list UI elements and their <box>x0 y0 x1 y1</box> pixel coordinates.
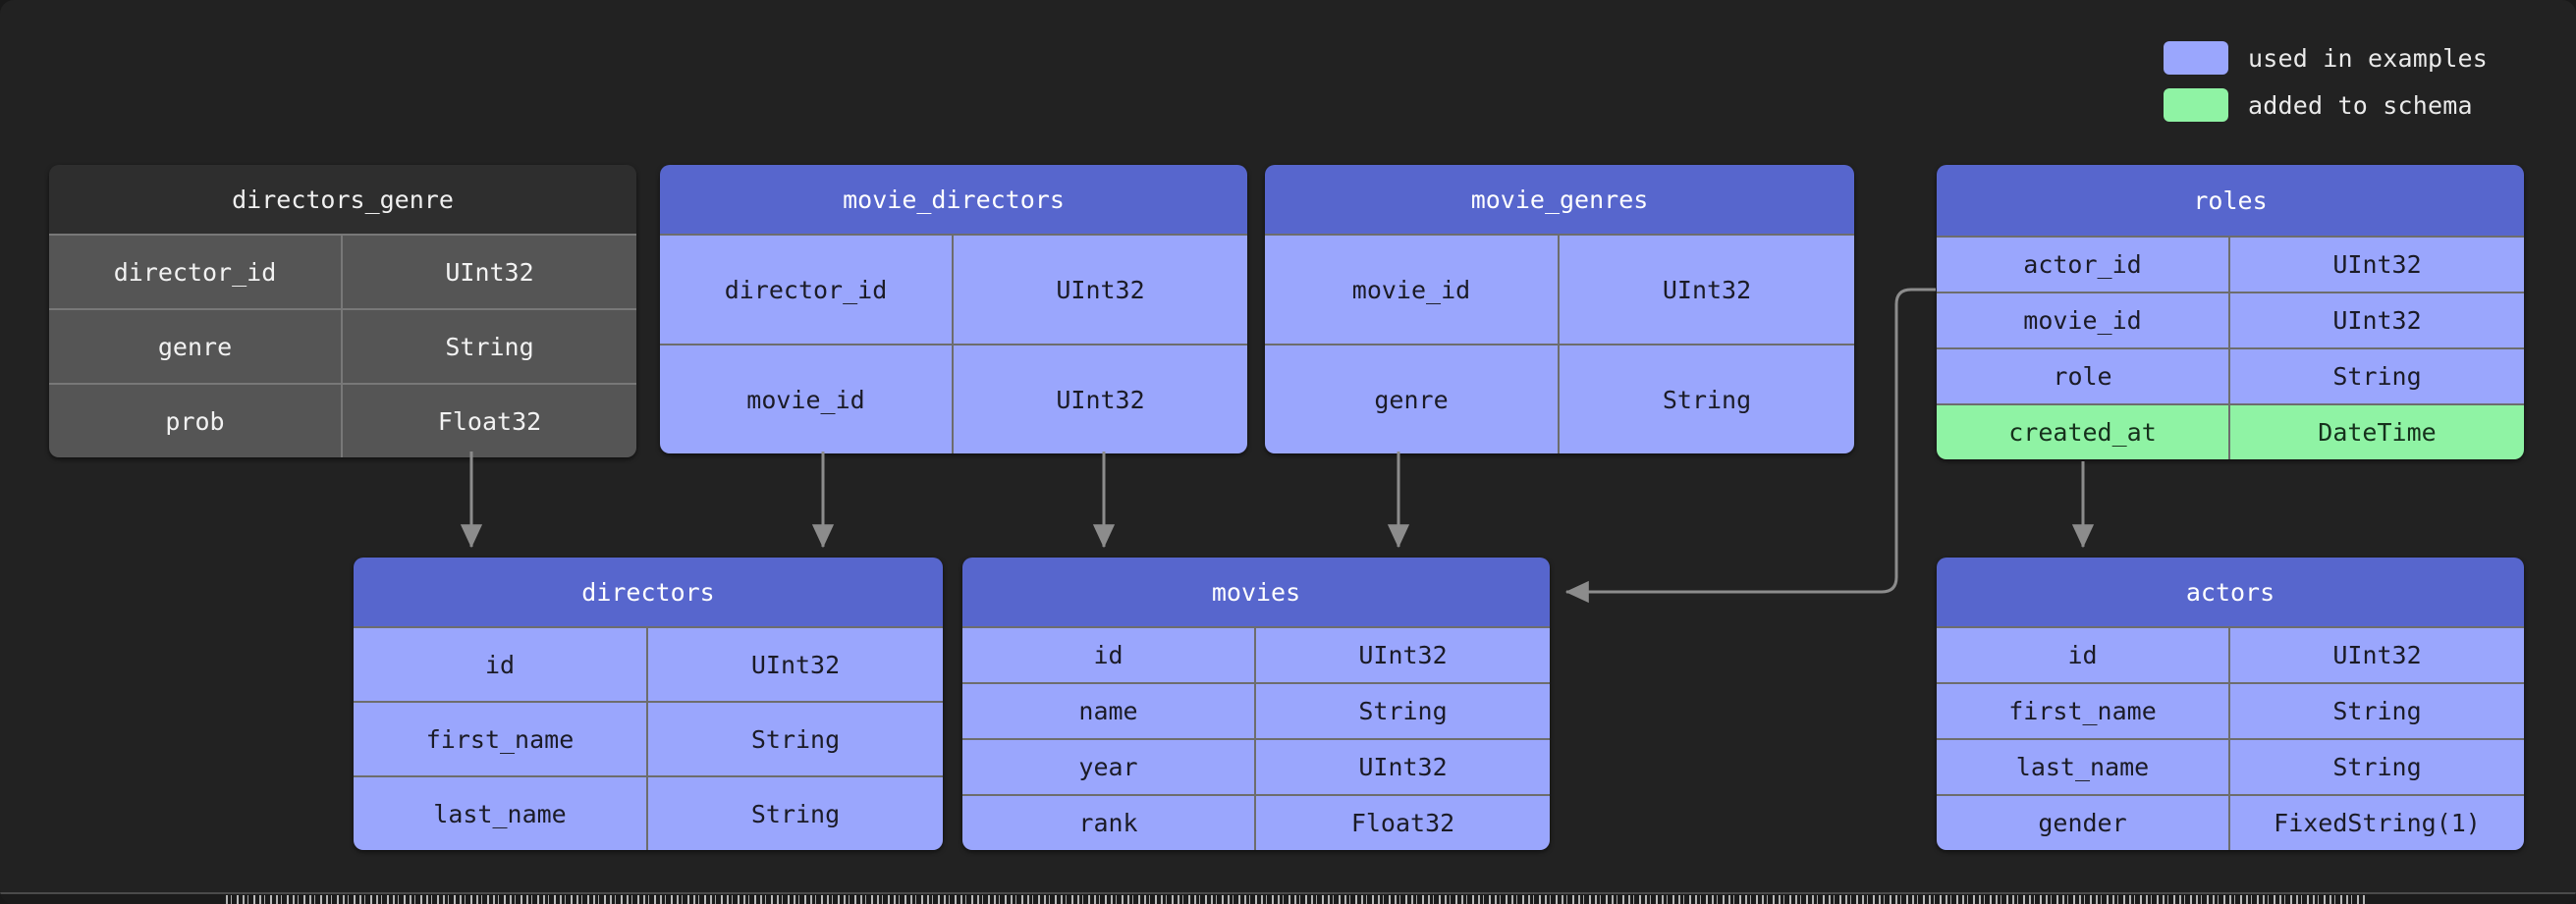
table-row[interactable]: id UInt32 <box>354 626 943 701</box>
column-type-name: String <box>1358 697 1448 725</box>
column-name-first_name: first_name <box>1937 684 2230 738</box>
column-name-first_name: first_name <box>354 703 648 775</box>
column-type-role: String <box>2332 362 2422 391</box>
bottom-artifact-noise <box>226 895 2367 904</box>
column-name-last_name: last_name <box>354 777 648 850</box>
table-title-movie_directors: movie_directors <box>660 165 1247 234</box>
column-name-id: id <box>354 628 648 701</box>
column-type-id: UInt32 <box>1358 641 1448 669</box>
table-row[interactable]: role String <box>1937 347 2524 403</box>
table-row[interactable]: first_name String <box>354 701 943 775</box>
column-name-last_name: last_name <box>1937 740 2230 794</box>
column-type-gender: FixedString(1) <box>2274 809 2481 837</box>
table-row[interactable]: actor_id UInt32 <box>1937 236 2524 292</box>
legend: used in examples added to schema <box>2163 41 2488 122</box>
column-type-movie_id: UInt32 <box>1056 385 1145 414</box>
table-row[interactable]: director_id UInt32 <box>49 234 636 308</box>
column-name-genre: genre <box>1265 346 1560 453</box>
table-row[interactable]: id UInt32 <box>1937 626 2524 682</box>
column-type-id: UInt32 <box>750 650 841 679</box>
column-name-id: id <box>1937 628 2230 682</box>
table-title-directors: directors <box>354 558 943 626</box>
column-type-movie_id: UInt32 <box>2332 306 2422 335</box>
table-row[interactable]: last_name String <box>354 775 943 850</box>
table-title-movies: movies <box>962 558 1550 626</box>
table-title-directors_genre: directors_genre <box>49 165 636 234</box>
column-name-movie_id: movie_id <box>1265 236 1560 344</box>
table-row[interactable]: movie_id UInt32 <box>1265 234 1854 344</box>
column-name-id: id <box>962 628 1256 682</box>
column-type-genre: String <box>1662 385 1752 414</box>
column-type-id: UInt32 <box>2332 641 2422 669</box>
table-row[interactable]: movie_id UInt32 <box>660 344 1247 453</box>
column-name-genre: genre <box>49 310 343 383</box>
legend-item-used-in-examples: used in examples <box>2163 41 2488 75</box>
table-title-movie_genres: movie_genres <box>1265 165 1854 234</box>
table-row[interactable]: name String <box>962 682 1550 738</box>
column-name-year: year <box>962 740 1256 794</box>
column-type-director_id: UInt32 <box>445 257 534 287</box>
table-row[interactable]: last_name String <box>1937 738 2524 794</box>
column-type-created_at: DateTime <box>2318 418 2437 447</box>
column-name-created_at: created_at <box>1937 405 2230 459</box>
column-type-rank: Float32 <box>1350 809 1455 837</box>
column-type-last_name: String <box>750 799 841 828</box>
legend-swatch-added-to-schema <box>2163 88 2228 122</box>
table-row[interactable]: gender FixedString(1) <box>1937 794 2524 850</box>
table-row[interactable]: movie_id UInt32 <box>1937 292 2524 347</box>
column-name-gender: gender <box>1937 796 2230 850</box>
table-row[interactable]: id UInt32 <box>962 626 1550 682</box>
column-name-movie_id: movie_id <box>1937 293 2230 347</box>
bottom-artifact-strip <box>0 892 2576 904</box>
table-row[interactable]: rank Float32 <box>962 794 1550 850</box>
table-row[interactable]: genre String <box>49 308 636 383</box>
column-name-director_id: director_id <box>660 236 954 344</box>
column-name-rank: rank <box>962 796 1256 850</box>
column-type-last_name: String <box>2332 753 2422 781</box>
column-name-prob: prob <box>49 385 343 457</box>
table-row[interactable]: prob Float32 <box>49 383 636 457</box>
column-type-first_name: String <box>2332 697 2422 725</box>
column-type-prob: Float32 <box>437 406 542 436</box>
column-type-movie_id: UInt32 <box>1662 275 1752 304</box>
column-name-movie_id: movie_id <box>660 346 954 453</box>
column-type-director_id: UInt32 <box>1056 275 1145 304</box>
legend-swatch-used-in-examples <box>2163 41 2228 75</box>
column-type-genre: String <box>445 332 534 361</box>
table-row[interactable]: director_id UInt32 <box>660 234 1247 344</box>
column-type-year: UInt32 <box>1358 753 1448 781</box>
legend-item-added-to-schema: added to schema <box>2163 88 2488 122</box>
column-name-director_id: director_id <box>49 236 343 308</box>
table-row[interactable]: first_name String <box>1937 682 2524 738</box>
column-type-first_name: String <box>750 724 841 754</box>
column-name-name: name <box>962 684 1256 738</box>
legend-label-added-to-schema: added to schema <box>2247 90 2473 120</box>
column-name-role: role <box>1937 349 2230 403</box>
table-row[interactable]: year UInt32 <box>962 738 1550 794</box>
table-row[interactable]: created_at DateTime <box>1937 403 2524 459</box>
legend-label-used-in-examples: used in examples <box>2247 43 2488 73</box>
table-title-roles: roles <box>1937 165 2524 236</box>
table-title-actors: actors <box>1937 558 2524 626</box>
table-row[interactable]: genre String <box>1265 344 1854 453</box>
column-type-actor_id: UInt32 <box>2332 250 2422 279</box>
column-name-actor_id: actor_id <box>1937 238 2230 292</box>
